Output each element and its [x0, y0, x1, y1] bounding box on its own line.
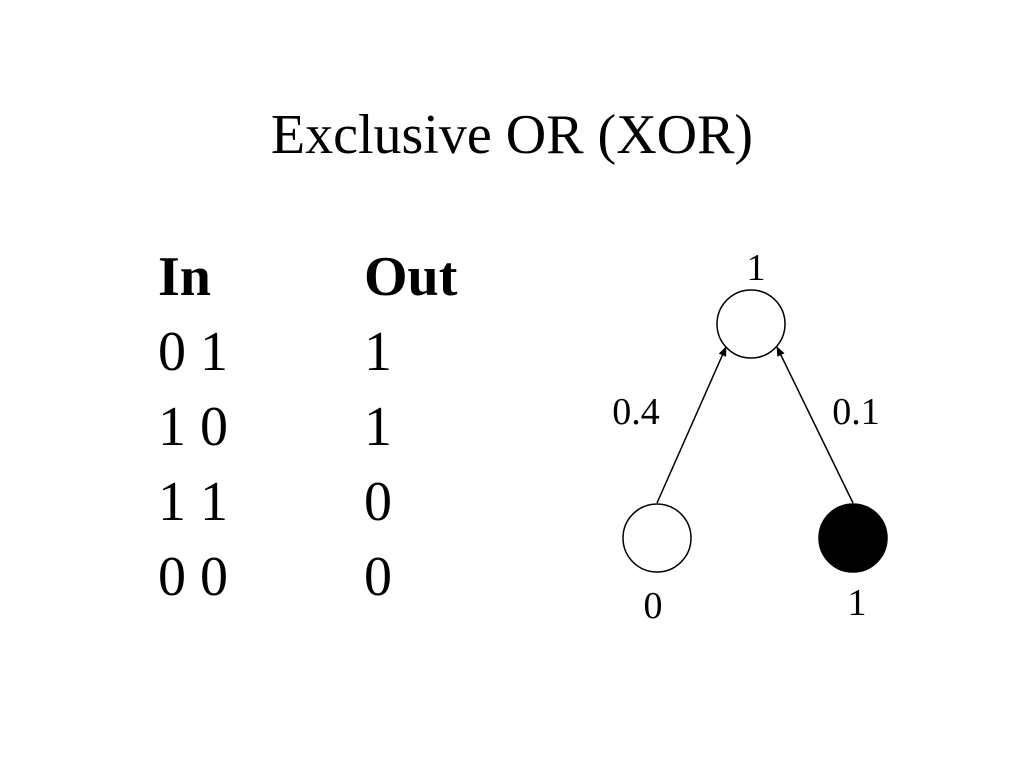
connection-left-to-output [656, 346, 727, 504]
row-output: 0 [364, 546, 392, 608]
truth-table-row: 1 1 0 [158, 465, 457, 540]
weight-left: 0.4 [612, 391, 660, 433]
output-node-value: 1 [747, 247, 766, 289]
truth-table: In Out 0 1 1 1 0 1 1 1 0 0 0 0 [158, 240, 457, 615]
row-input: 1 0 [158, 396, 228, 458]
row-output: 1 [364, 396, 392, 458]
row-input: 0 0 [158, 546, 228, 608]
connection-right-to-output [776, 346, 854, 504]
slide-title: Exclusive OR (XOR) [270, 104, 754, 166]
input-neuron-right [818, 503, 888, 573]
input-column-header: In [158, 246, 211, 308]
truth-table-row: 0 0 0 [158, 540, 457, 615]
row-input: 0 1 [158, 321, 228, 383]
row-output: 1 [364, 321, 392, 383]
input-node-right-value: 1 [848, 582, 867, 624]
row-input: 1 1 [158, 471, 228, 533]
input-node-left-value: 0 [644, 585, 663, 627]
row-output: 0 [364, 471, 392, 533]
weight-right: 0.1 [832, 391, 880, 433]
output-neuron [716, 289, 786, 359]
truth-table-row: 1 0 1 [158, 390, 457, 465]
truth-table-row: 0 1 1 [158, 315, 457, 390]
truth-table-header: In Out [158, 240, 457, 315]
output-column-header: Out [364, 246, 458, 308]
input-neuron-left [622, 503, 692, 573]
